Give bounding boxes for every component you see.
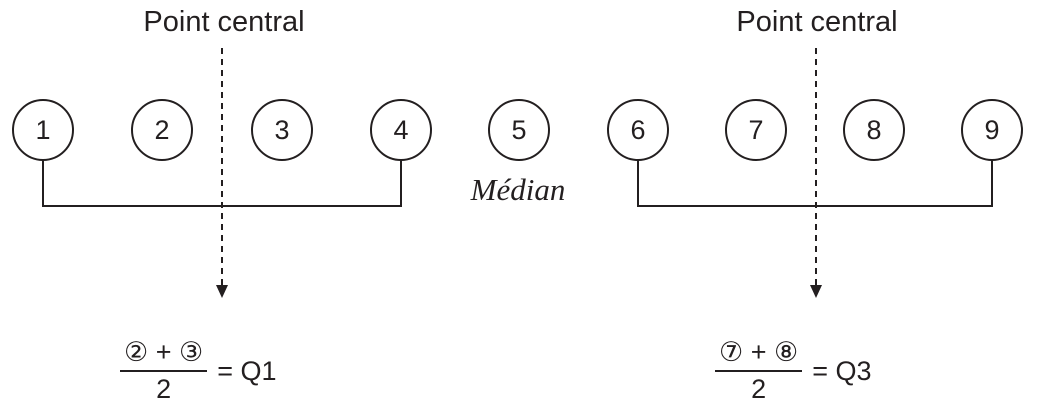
numerator-q3: ⑦ + ⑧ xyxy=(715,336,803,372)
circle-3: 3 xyxy=(251,99,313,161)
formula-q1: ② + ③ 2 = Q1 xyxy=(120,336,276,406)
circle-5: 5 xyxy=(488,99,550,161)
formula-q3: ⑦ + ⑧ 2 = Q3 xyxy=(715,336,871,406)
central-point-label-right: Point central xyxy=(736,6,898,38)
circle-7: 7 xyxy=(725,99,787,161)
fraction-q3: ⑦ + ⑧ 2 xyxy=(715,336,803,406)
arrow-down-icon xyxy=(810,285,822,298)
fraction-q1: ② + ③ 2 xyxy=(120,336,208,406)
result-q3: = Q3 xyxy=(812,355,872,386)
denominator-q1: 2 xyxy=(156,374,172,404)
denominator-q3: 2 xyxy=(751,374,767,404)
circle-8: 8 xyxy=(843,99,905,161)
arrow-down-icon xyxy=(216,285,228,298)
circle-9: 9 xyxy=(961,99,1023,161)
circle-2: 2 xyxy=(131,99,193,161)
numerator-q1: ② + ③ xyxy=(120,336,208,372)
result-q1: = Q1 xyxy=(217,355,277,386)
central-point-label-left: Point central xyxy=(143,6,305,38)
circle-6: 6 xyxy=(607,99,669,161)
circle-1: 1 xyxy=(12,99,74,161)
median-label: Médian xyxy=(470,172,566,207)
circle-4: 4 xyxy=(370,99,432,161)
